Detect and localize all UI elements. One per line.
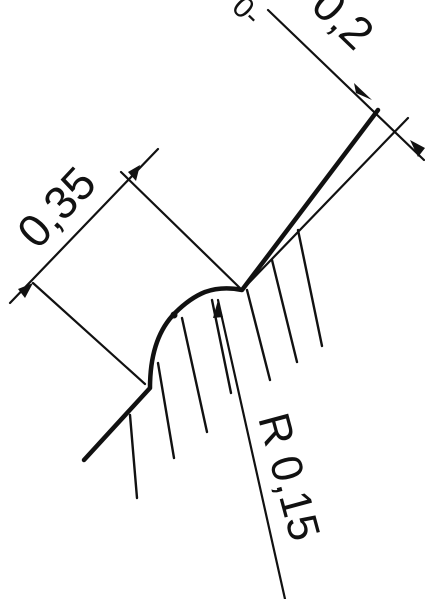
radius-leader: R 0,15 — [170, 298, 329, 599]
hatch-line — [296, 228, 324, 348]
arrowhead — [354, 83, 372, 100]
hatch-line — [245, 288, 272, 382]
arrowhead — [213, 300, 223, 318]
hatch-line — [180, 316, 209, 434]
dimension-0-35: 0,35 — [7, 147, 244, 386]
tangent-point — [170, 311, 178, 319]
leader-line — [216, 298, 287, 599]
dimension-line — [266, 8, 425, 162]
extension-line — [240, 116, 410, 292]
dimension-0-2: 0,2 0- — [226, 0, 425, 292]
dimension-label-partial: 0- — [226, 0, 268, 32]
dimension-label-0-2: 0,2 — [302, 0, 384, 59]
part-profile — [81, 107, 381, 463]
hatch-line — [270, 258, 299, 364]
extension-line — [31, 281, 147, 386]
extension-line — [119, 170, 244, 292]
radius-label: R 0,15 — [248, 408, 329, 546]
dimension-label-0-35: 0,35 — [7, 157, 106, 258]
arrowhead — [18, 283, 33, 298]
hatch-line — [156, 361, 176, 460]
arrowhead — [410, 140, 425, 157]
part-outline — [81, 107, 381, 463]
hatch-line — [128, 413, 139, 500]
arrowhead — [128, 165, 140, 181]
